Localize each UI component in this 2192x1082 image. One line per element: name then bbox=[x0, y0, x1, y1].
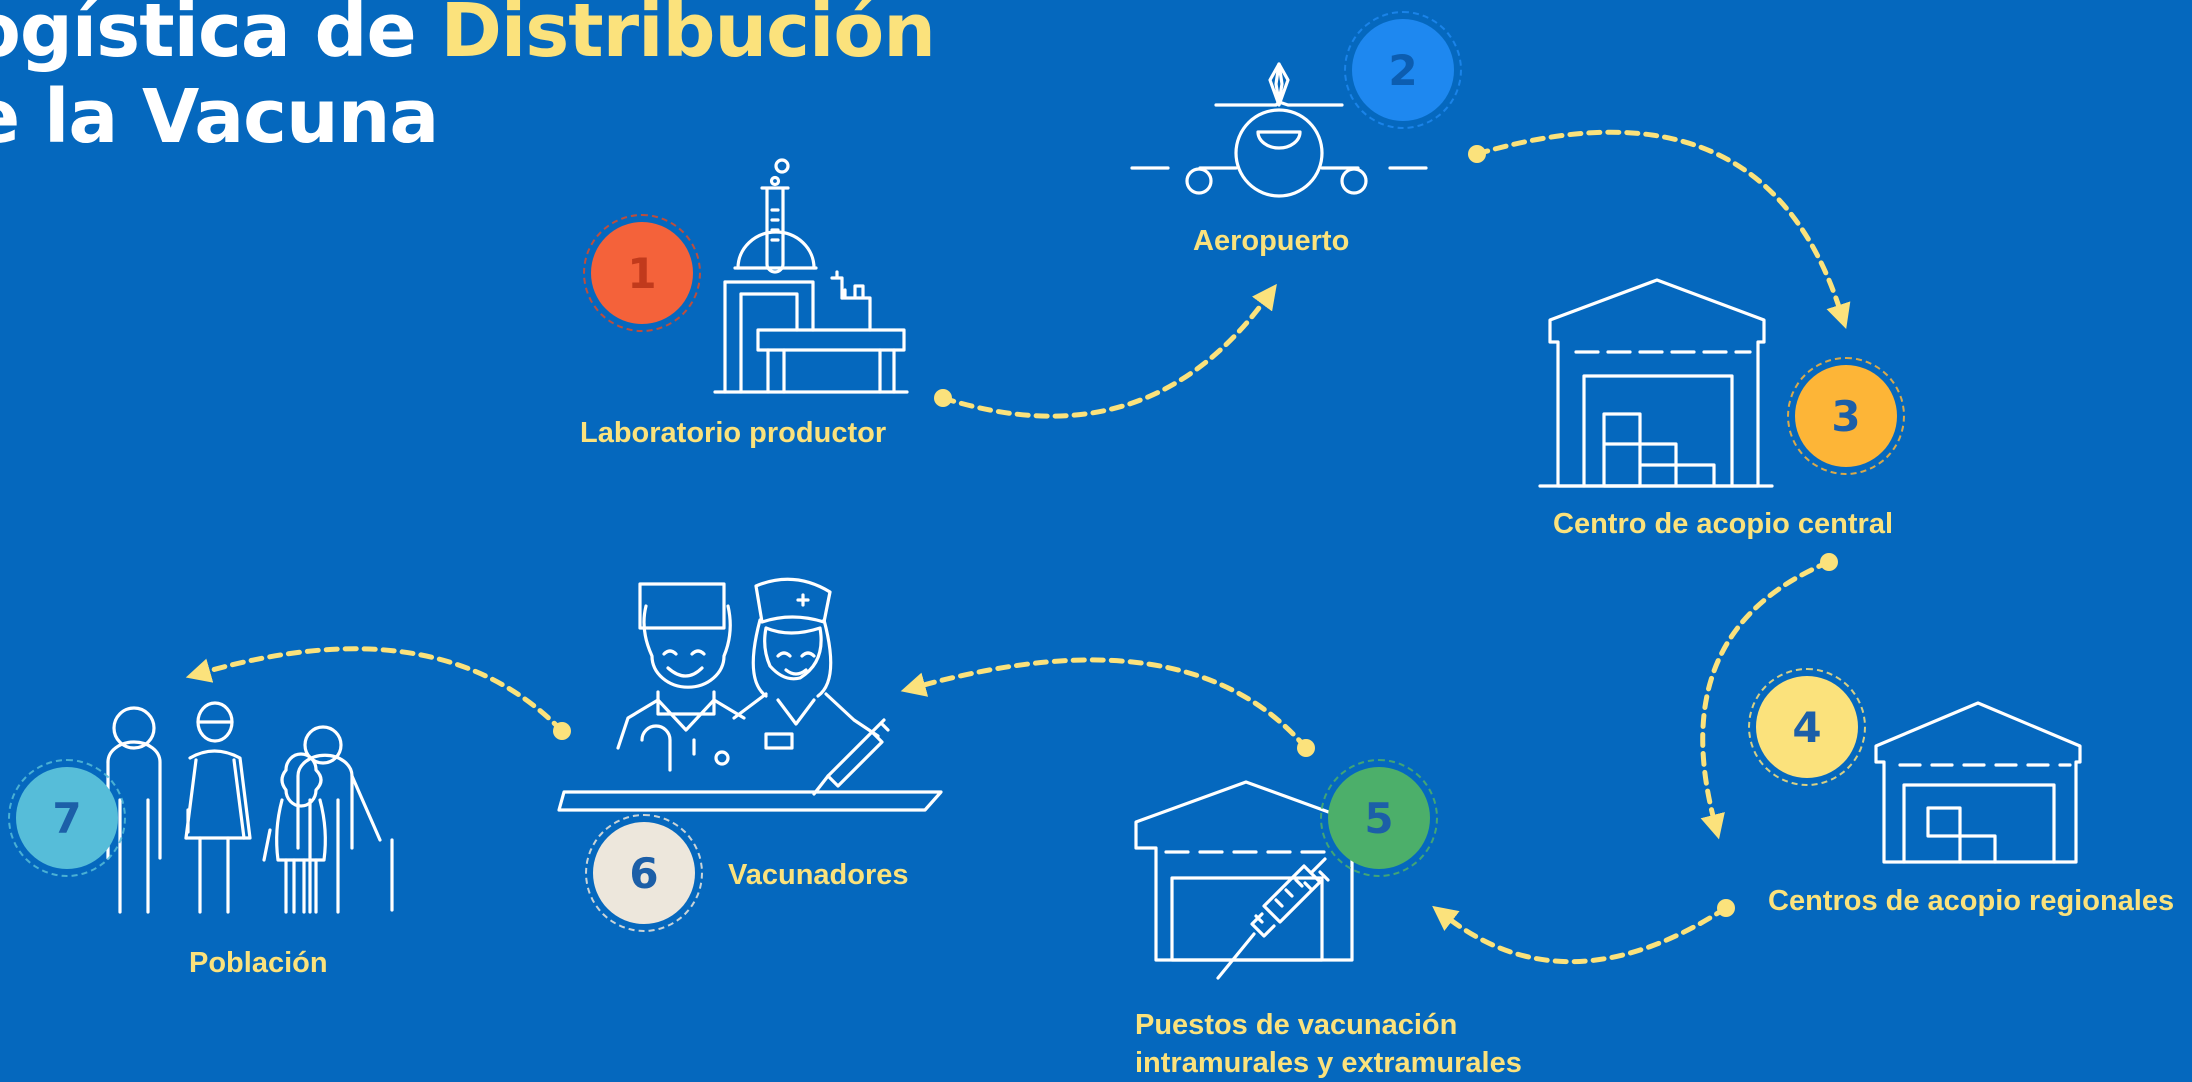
step-1-number: 1 bbox=[627, 248, 657, 298]
step-6-number: 6 bbox=[629, 848, 659, 898]
step-1-badge: 1 bbox=[583, 214, 701, 332]
step-2-label: Aeropuerto bbox=[1193, 225, 1350, 257]
step-3-label: Centro de acopio central bbox=[1553, 508, 1894, 540]
step-7-label: Población bbox=[189, 947, 328, 979]
title-highlight: Distribución bbox=[440, 0, 935, 74]
step-2-badge: 2 bbox=[1344, 11, 1462, 129]
arrow-2-to-3 bbox=[1468, 129, 1851, 330]
arrow-3-to-4 bbox=[1700, 553, 1838, 840]
title-line2: e la Vacuna bbox=[0, 74, 439, 160]
step-7-badge: 7 bbox=[8, 759, 126, 877]
step-5-badge: 5 bbox=[1320, 759, 1438, 877]
population-icon bbox=[106, 701, 394, 914]
airplane-icon bbox=[1130, 62, 1428, 198]
step-5-number: 5 bbox=[1364, 793, 1394, 843]
step-1-label: Laboratorio productor bbox=[580, 417, 887, 449]
step-4-badge: 4 bbox=[1748, 668, 1866, 786]
step-2-number: 2 bbox=[1388, 45, 1418, 95]
step-7-number: 7 bbox=[52, 793, 82, 843]
arrow-4-to-5 bbox=[1432, 899, 1735, 964]
step-5-label-line1: Puestos de vacunación bbox=[1135, 1009, 1458, 1041]
step-3-number: 3 bbox=[1831, 391, 1861, 441]
vaccination-post-icon bbox=[1134, 780, 1358, 980]
title-line1-prefix: ogística de bbox=[0, 0, 441, 74]
step-3-badge: 3 bbox=[1787, 357, 1905, 475]
arrow-6-to-7 bbox=[185, 646, 571, 740]
vaccinators-icon bbox=[557, 577, 943, 812]
step-6-badge: 6 bbox=[585, 814, 703, 932]
laboratory-icon bbox=[713, 158, 909, 394]
arrow-1-to-2 bbox=[934, 283, 1277, 419]
arrow-5-to-6 bbox=[900, 657, 1315, 757]
warehouse-icon-regional bbox=[1874, 701, 2082, 864]
step-6-label: Vacunadores bbox=[728, 859, 909, 891]
warehouse-icon-central bbox=[1538, 278, 1774, 488]
step-4-label: Centros de acopio regionales bbox=[1768, 885, 2175, 917]
step-5-label-line2: intramurales y extramurales bbox=[1135, 1047, 1522, 1079]
step-4-number: 4 bbox=[1792, 702, 1822, 752]
